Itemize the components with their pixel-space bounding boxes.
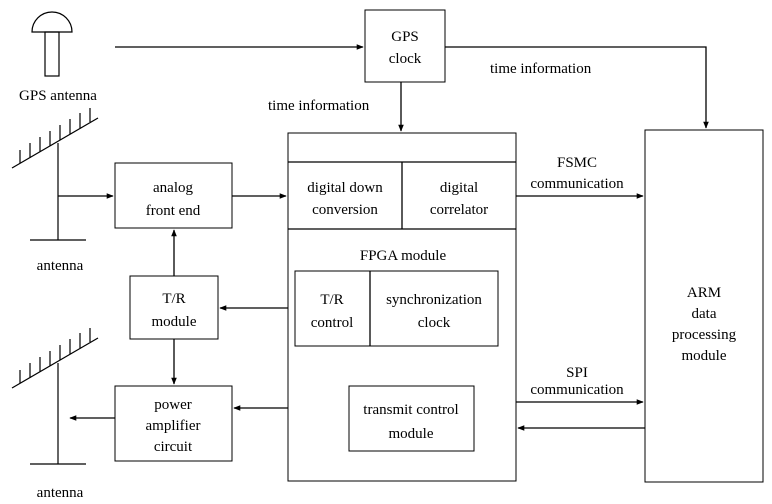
spi-label-1: SPI: [566, 365, 588, 381]
analog-front-end-label-1: analog: [153, 180, 193, 196]
power-amplifier-label-2: amplifier: [146, 418, 201, 434]
tr-sync-box: [294, 270, 499, 347]
spi-label-2: communication: [530, 382, 624, 398]
arrow-gps-clock-to-arm: [445, 46, 709, 129]
power-amplifier-label-1: power: [154, 397, 192, 413]
tr-control-label-2: control: [311, 315, 354, 331]
arm-module-box: [644, 129, 764, 483]
analog-front-end-box: [114, 162, 233, 229]
gps-antenna-icon: [31, 11, 73, 77]
gps-clock-label-1: GPS: [391, 29, 419, 45]
time-information-label-left: time information: [268, 98, 370, 114]
arm-label-2: data: [692, 306, 717, 322]
analog-front-end-label-2: front end: [146, 203, 201, 219]
gps-clock-box: [364, 9, 446, 83]
ddc-label-2: conversion: [312, 202, 378, 218]
correlator-label-2: correlator: [430, 202, 488, 218]
transmit-antenna-icon: [11, 328, 99, 465]
transmit-control-label-2: module: [389, 426, 434, 442]
sync-clock-label-2: clock: [418, 315, 451, 331]
transmit-control-box: [348, 385, 475, 452]
arm-label-3: processing: [672, 327, 737, 343]
sync-clock-label-1: synchronization: [386, 292, 482, 308]
transmit-control-label-1: transmit control: [363, 402, 458, 418]
ddc-label-1: digital down: [307, 180, 383, 196]
fpga-module-label: FPGA module: [360, 248, 447, 264]
gps-clock-label-2: clock: [389, 51, 422, 67]
power-amplifier-box: [114, 385, 233, 462]
power-amplifier-label-3: circuit: [154, 439, 193, 455]
tr-module-label-1: T/R: [162, 291, 185, 307]
antenna-label-top: antenna: [37, 258, 84, 274]
gps-antenna-label: GPS antenna: [19, 88, 97, 104]
arm-label-4: module: [682, 348, 727, 364]
time-information-label-right: time information: [490, 61, 592, 77]
receive-antenna-icon: [11, 108, 99, 241]
correlator-label-1: digital: [440, 180, 478, 196]
tr-module-label-2: module: [152, 314, 197, 330]
antenna-label-bottom: antenna: [37, 485, 84, 501]
tr-control-label-1: T/R: [320, 292, 343, 308]
fsmc-label-1: FSMC: [557, 155, 597, 171]
arm-label-1: ARM: [687, 285, 721, 301]
fsmc-label-2: communication: [530, 176, 624, 192]
